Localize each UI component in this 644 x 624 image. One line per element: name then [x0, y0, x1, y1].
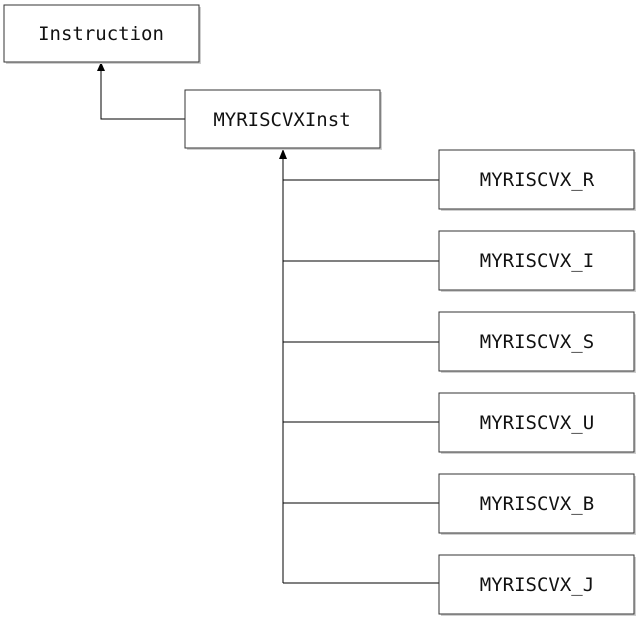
node-instruction[interactable]: Instruction [3, 4, 201, 64]
node-myriscvx-inst-label: MYRISCVXInst [213, 109, 350, 131]
node-myriscvx-s-label: MYRISCVX_S [480, 331, 594, 353]
node-myriscvx-i[interactable]: MYRISCVX_I [438, 230, 636, 292]
node-myriscvx-r[interactable]: MYRISCVX_R [438, 149, 636, 211]
edge-trunk-to-myriscvx-inst [279, 149, 287, 583]
node-myriscvx-b-label: MYRISCVX_B [480, 493, 594, 515]
node-myriscvx-i-label: MYRISCVX_I [480, 250, 594, 272]
node-myriscvx-inst[interactable]: MYRISCVXInst [184, 89, 382, 150]
node-myriscvx-j[interactable]: MYRISCVX_J [438, 554, 636, 616]
edge-myriscvx-inst-to-instruction [97, 62, 185, 120]
node-myriscvx-s[interactable]: MYRISCVX_S [438, 311, 636, 373]
node-myriscvx-u[interactable]: MYRISCVX_U [438, 392, 636, 454]
node-myriscvx-u-label: MYRISCVX_U [480, 412, 594, 434]
node-instruction-label: Instruction [38, 23, 164, 45]
node-myriscvx-b[interactable]: MYRISCVX_B [438, 473, 636, 535]
node-myriscvx-j-label: MYRISCVX_J [480, 574, 594, 596]
node-myriscvx-r-label: MYRISCVX_R [480, 169, 595, 191]
